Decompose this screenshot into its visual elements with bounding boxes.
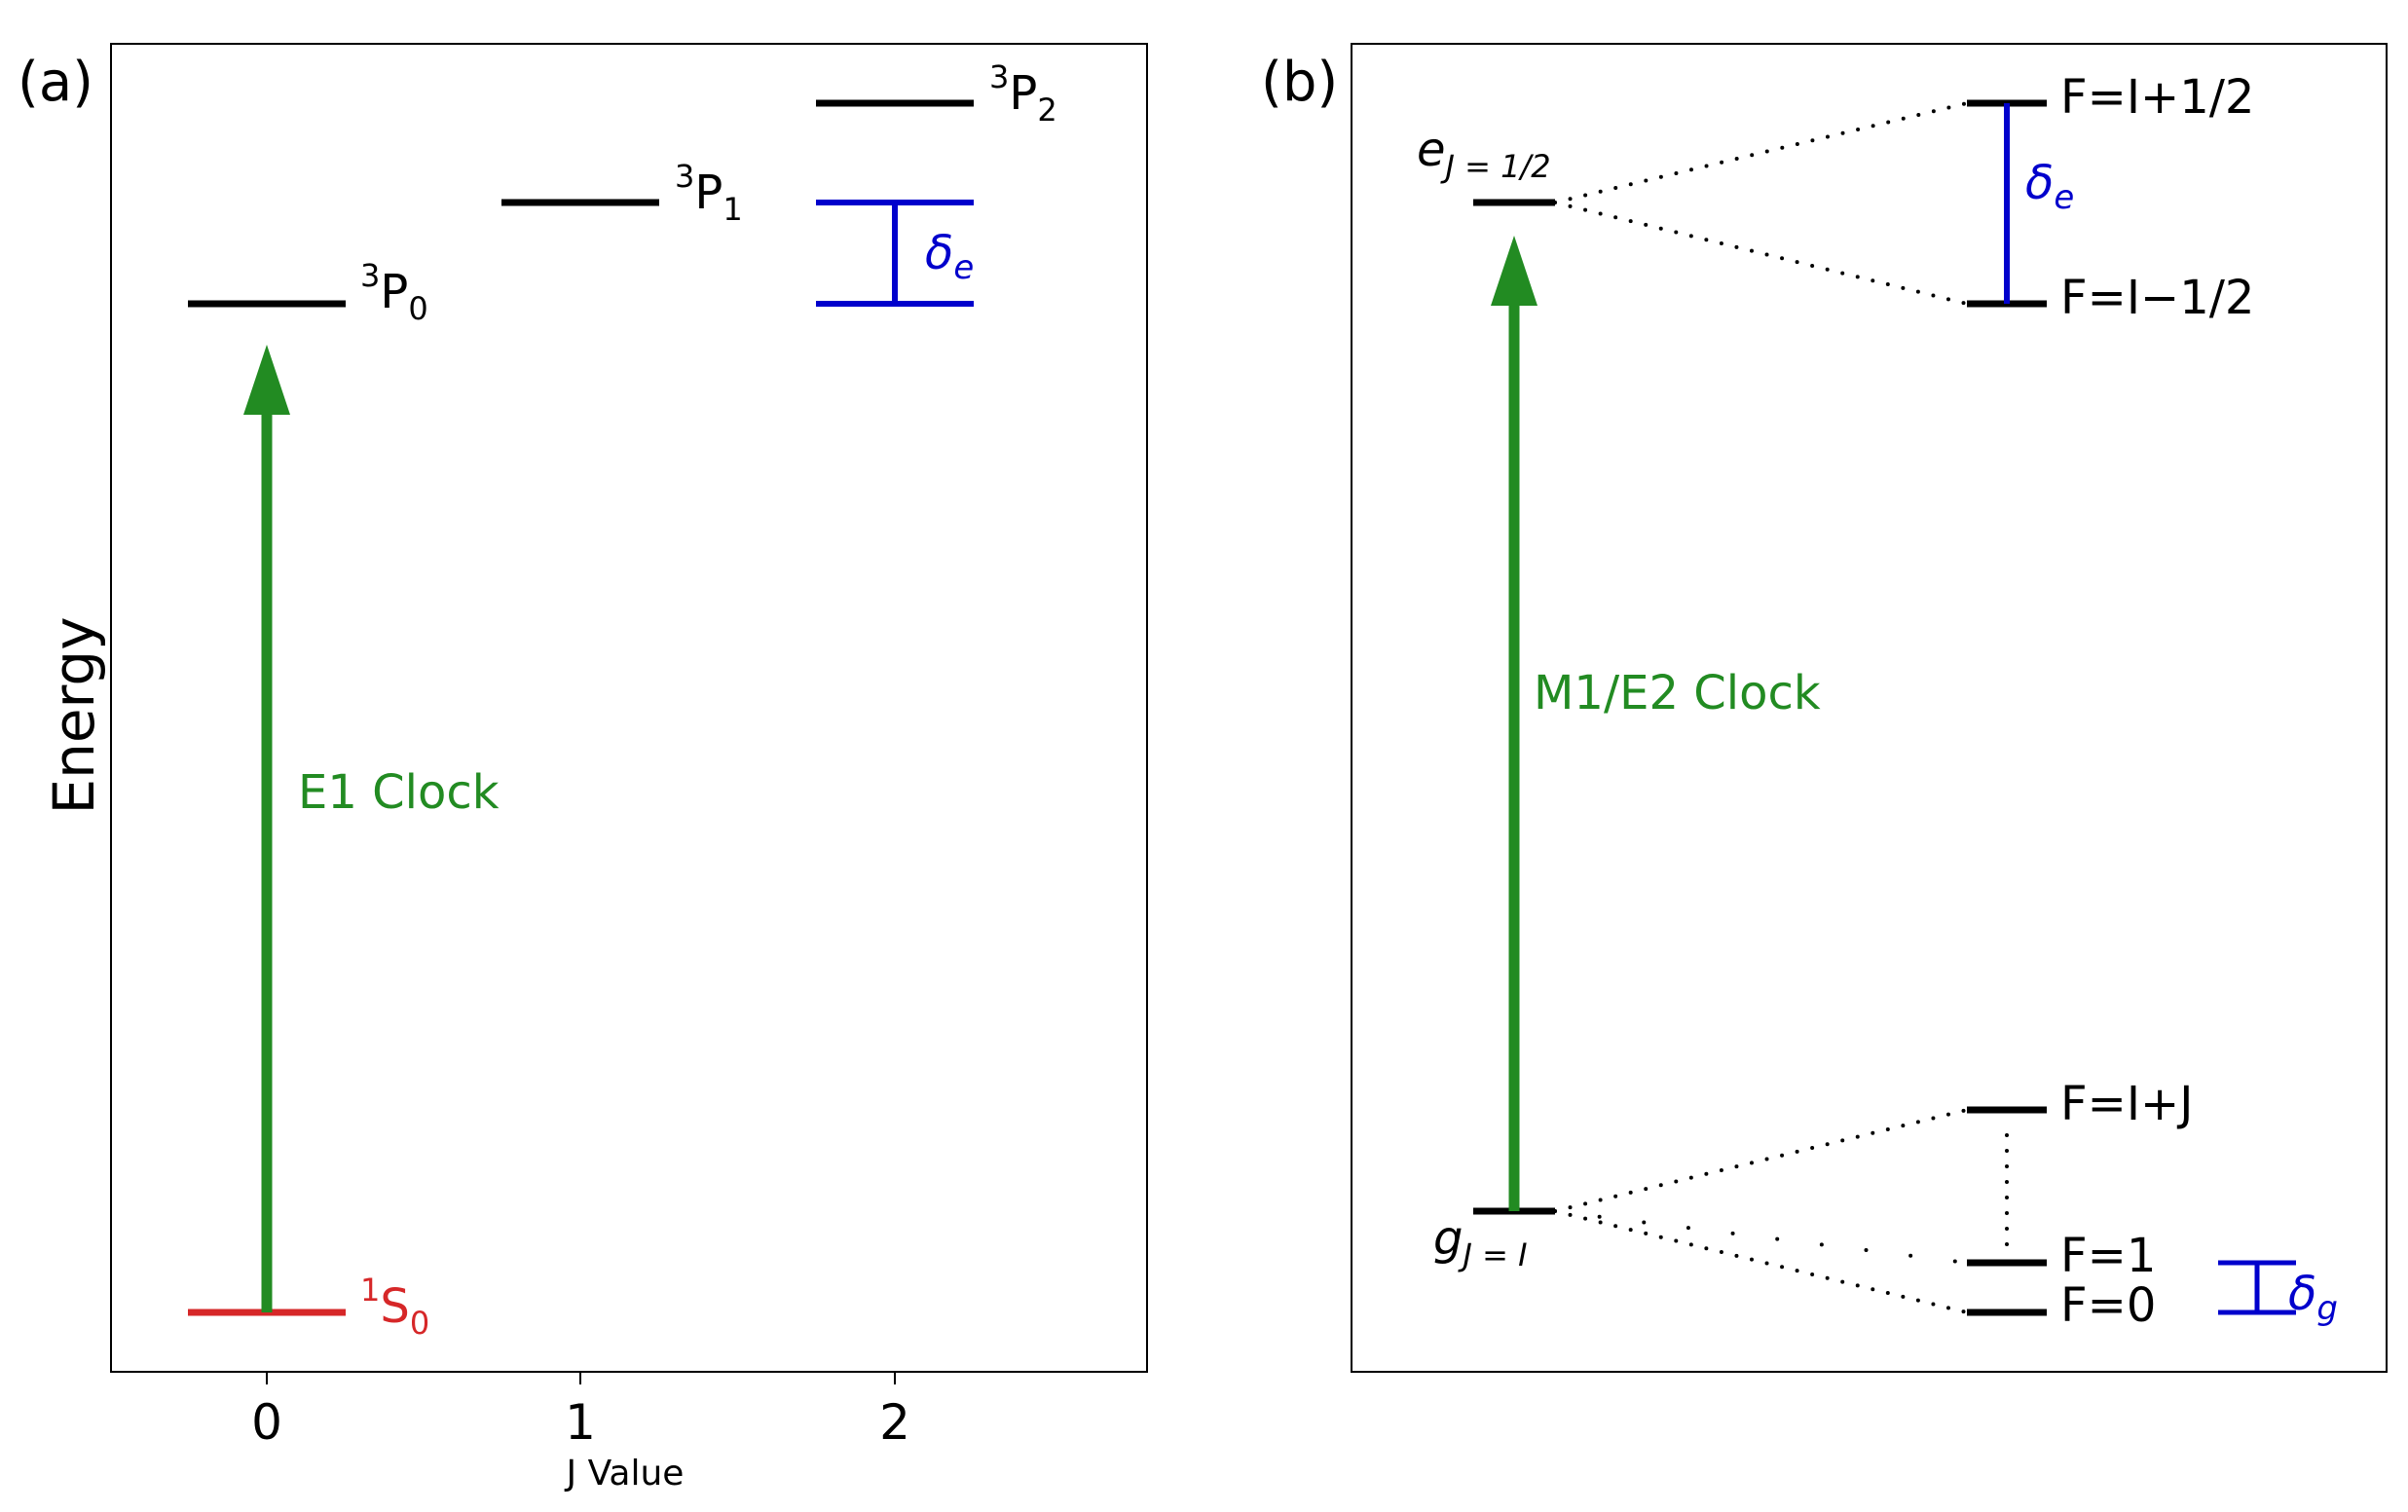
label-1s0: 1S0 [360, 1272, 429, 1342]
dots-g-to-f0 [1553, 1209, 1969, 1314]
panel-a: (a) Energy 0 1 2 J Value 1S0 3P0 3P1 3P2 [18, 43, 1148, 1494]
delta-g-label: δg [2288, 1267, 2338, 1328]
panel-a-frame [110, 43, 1148, 1373]
m1e2-clock-label: M1/E2 Clock [1534, 666, 1821, 720]
label-3p1: 3P1 [675, 158, 743, 228]
label-3p2: 3P2 [989, 58, 1057, 129]
x-tick-label-1: 1 [565, 1394, 596, 1451]
panel-a-label: (a) [18, 51, 93, 114]
panel-b: (b) eJ = 1/2 gJ = I F=I+1/2 F=I−1/2 F=I+… [1261, 43, 2388, 1373]
x-tick-label-2: 2 [879, 1394, 910, 1451]
dots-g-to-f1 [1553, 1209, 1969, 1265]
dots-e-to-lower [1553, 201, 1969, 306]
label-f-1: F=1 [2060, 1229, 2156, 1283]
delta-e-label-a: δe [925, 226, 974, 287]
delta-e-bracket-a [816, 200, 974, 307]
label-g-state: gJ = I [1433, 1211, 1528, 1273]
panel-a-ylabel: Energy [41, 616, 107, 814]
label-e-state: eJ = 1/2 [1417, 123, 1551, 185]
x-tick-label-0: 0 [251, 1394, 282, 1451]
dots-g-to-fij [1553, 1108, 1969, 1213]
panel-b-frame [1351, 43, 2388, 1373]
panel-b-label: (b) [1261, 51, 1338, 114]
delta-e-label-b: δe [2025, 156, 2074, 217]
panel-a-xlabel: J Value [565, 1454, 685, 1494]
label-f-i-plus-half: F=I+1/2 [2060, 70, 2254, 125]
delta-g-bracket [2218, 1260, 2296, 1315]
e1-clock-label: E1 Clock [298, 765, 500, 820]
label-f-i-minus-half: F=I−1/2 [2060, 271, 2254, 325]
panel-a-x-axis: 0 1 2 J Value [251, 1372, 910, 1494]
label-f-i-plus-j: F=I+J [2060, 1077, 2193, 1131]
label-3p0: 3P0 [360, 257, 428, 327]
dots-e-to-upper [1553, 101, 1969, 204]
label-f-0: F=0 [2060, 1278, 2156, 1333]
